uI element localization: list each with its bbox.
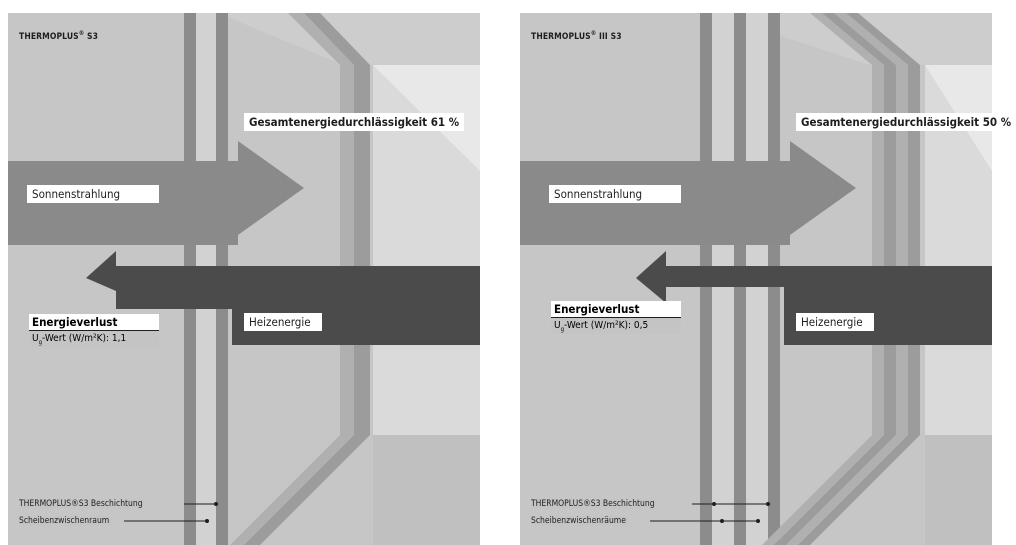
heating-energy-label: Heizenergie — [244, 313, 322, 331]
energy-loss-box: Energieverlust Ug-Wert (W/m²K): 0,5 — [551, 301, 681, 334]
solar-radiation-label: Sonnenstrahlung — [27, 185, 159, 203]
heating-energy-label: Heizenergie — [796, 313, 874, 331]
total-energy-label: Gesamtenergiedurchlässigkeit 50 % — [796, 113, 1016, 131]
product-title: THERMOPLUS® S3 — [19, 30, 99, 42]
gap-annotation: Scheibenzwischenraum — [19, 516, 112, 526]
coating-annotation: THERMOPLUS®S3 Beschichtung — [531, 499, 657, 509]
heating-energy-arrow — [636, 251, 992, 345]
solar-radiation-arrow — [520, 141, 856, 245]
total-energy-label: Gesamtenergiedurchlässigkeit 61 % — [244, 113, 465, 131]
energy-loss-title: Energieverlust — [29, 314, 159, 331]
glazing-illustration — [520, 13, 992, 545]
energy-loss-title: Energieverlust — [551, 301, 681, 318]
energy-loss-box: Energieverlust Ug-Wert (W/m²K): 1,1 — [29, 314, 159, 347]
coating-annotation: THERMOPLUS®S3 Beschichtung — [19, 499, 145, 509]
heating-energy-arrow — [86, 251, 480, 345]
u-value-line: Ug-Wert (W/m²K): 1,1 — [29, 331, 159, 347]
glazing-illustration — [8, 13, 480, 545]
solar-radiation-label: Sonnenstrahlung — [549, 185, 681, 203]
panel-triple-glazing: THERMOPLUS® III S3 Gesamtenergiedurchläs… — [520, 13, 1016, 545]
product-title: THERMOPLUS® III S3 — [531, 30, 622, 42]
panel-double-glazing: THERMOPLUS® S3 Gesamtenergiedurchlässigk… — [8, 13, 480, 545]
gap-annotation: Scheibenzwischenräume — [531, 516, 628, 526]
u-value-line: Ug-Wert (W/m²K): 0,5 — [551, 318, 681, 334]
